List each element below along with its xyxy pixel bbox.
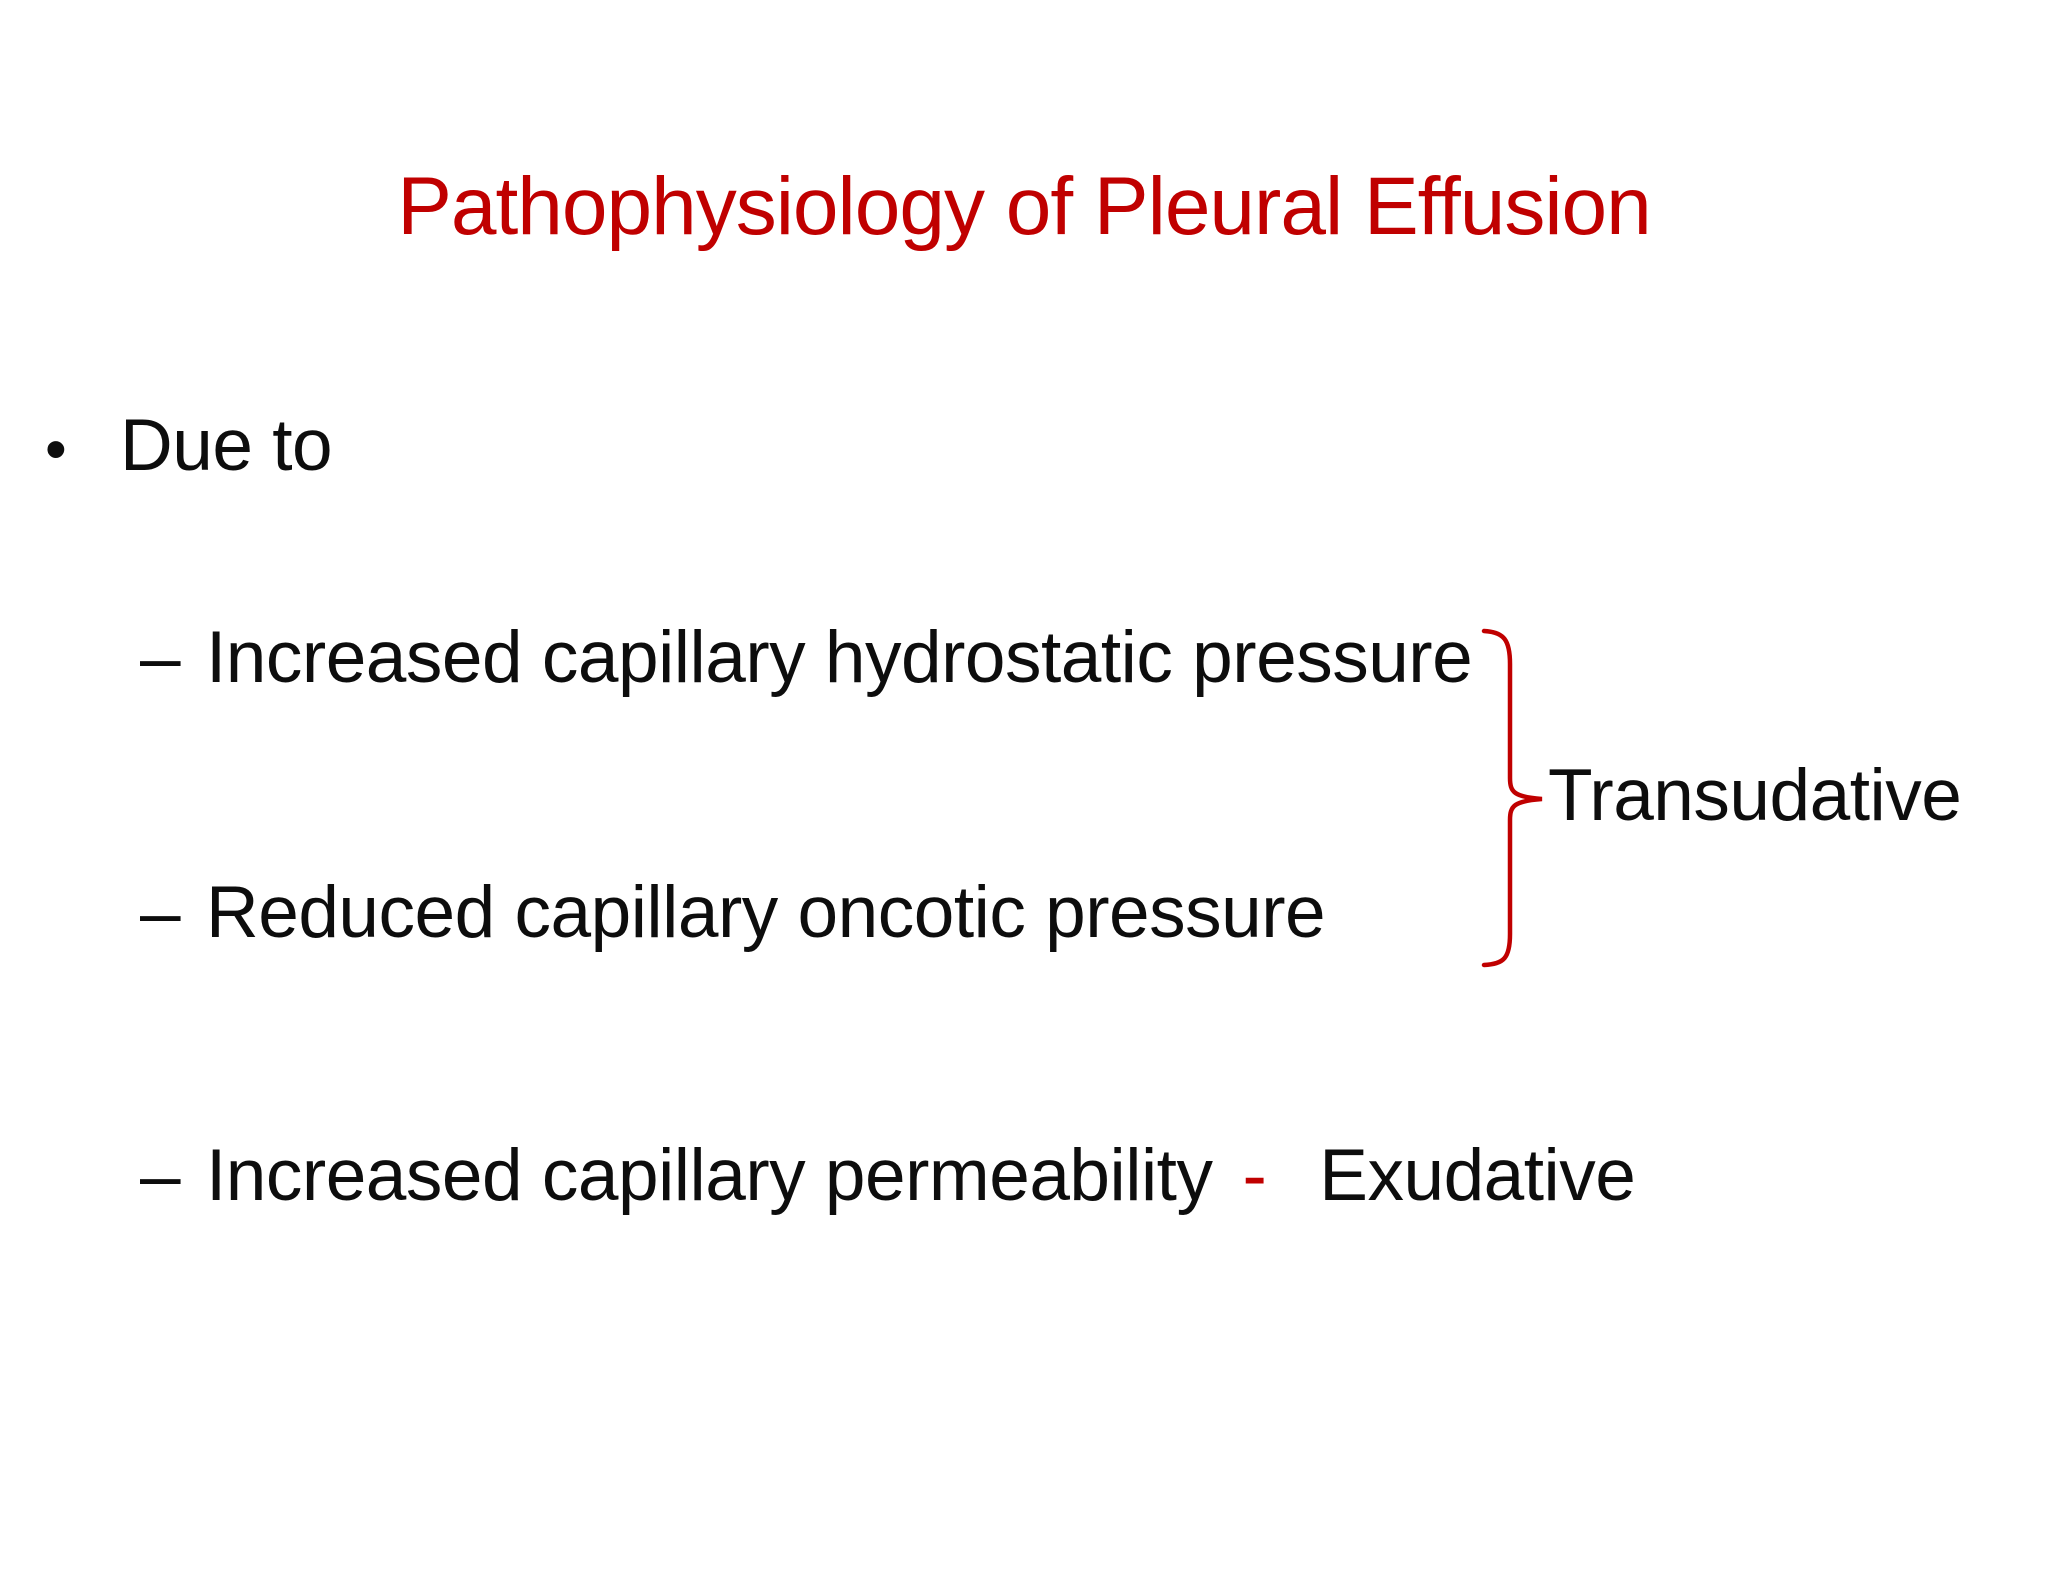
sub-item-oncotic-pressure: –Reduced capillary oncotic pressure	[140, 869, 1326, 957]
exudative-label: Exudative	[1319, 1135, 1636, 1216]
bullet-item-due-to: • Due to	[45, 402, 333, 490]
sub-item-label: Reduced capillary oncotic pressure	[206, 872, 1326, 953]
red-hyphen-separator: -	[1242, 1135, 1267, 1216]
sub-item-hydrostatic-pressure: –Increased capillary hydrostatic pressur…	[140, 614, 1473, 702]
bullet-marker: •	[45, 415, 67, 484]
bullet-label: Due to	[120, 405, 333, 486]
sub-item-label: Increased capillary permeability	[206, 1135, 1213, 1216]
transudative-label: Transudative	[1548, 755, 1962, 836]
curly-brace	[1481, 628, 1543, 968]
slide-title: Pathophysiology of Pleural Effusion	[397, 161, 1652, 252]
sub-item-permeability: –Increased capillary permeability-Exudat…	[140, 1132, 1636, 1220]
sub-item-label: Increased capillary hydrostatic pressure	[206, 617, 1473, 698]
dash-marker: –	[140, 872, 181, 953]
dash-marker: –	[140, 1135, 181, 1216]
dash-marker: –	[140, 617, 181, 698]
